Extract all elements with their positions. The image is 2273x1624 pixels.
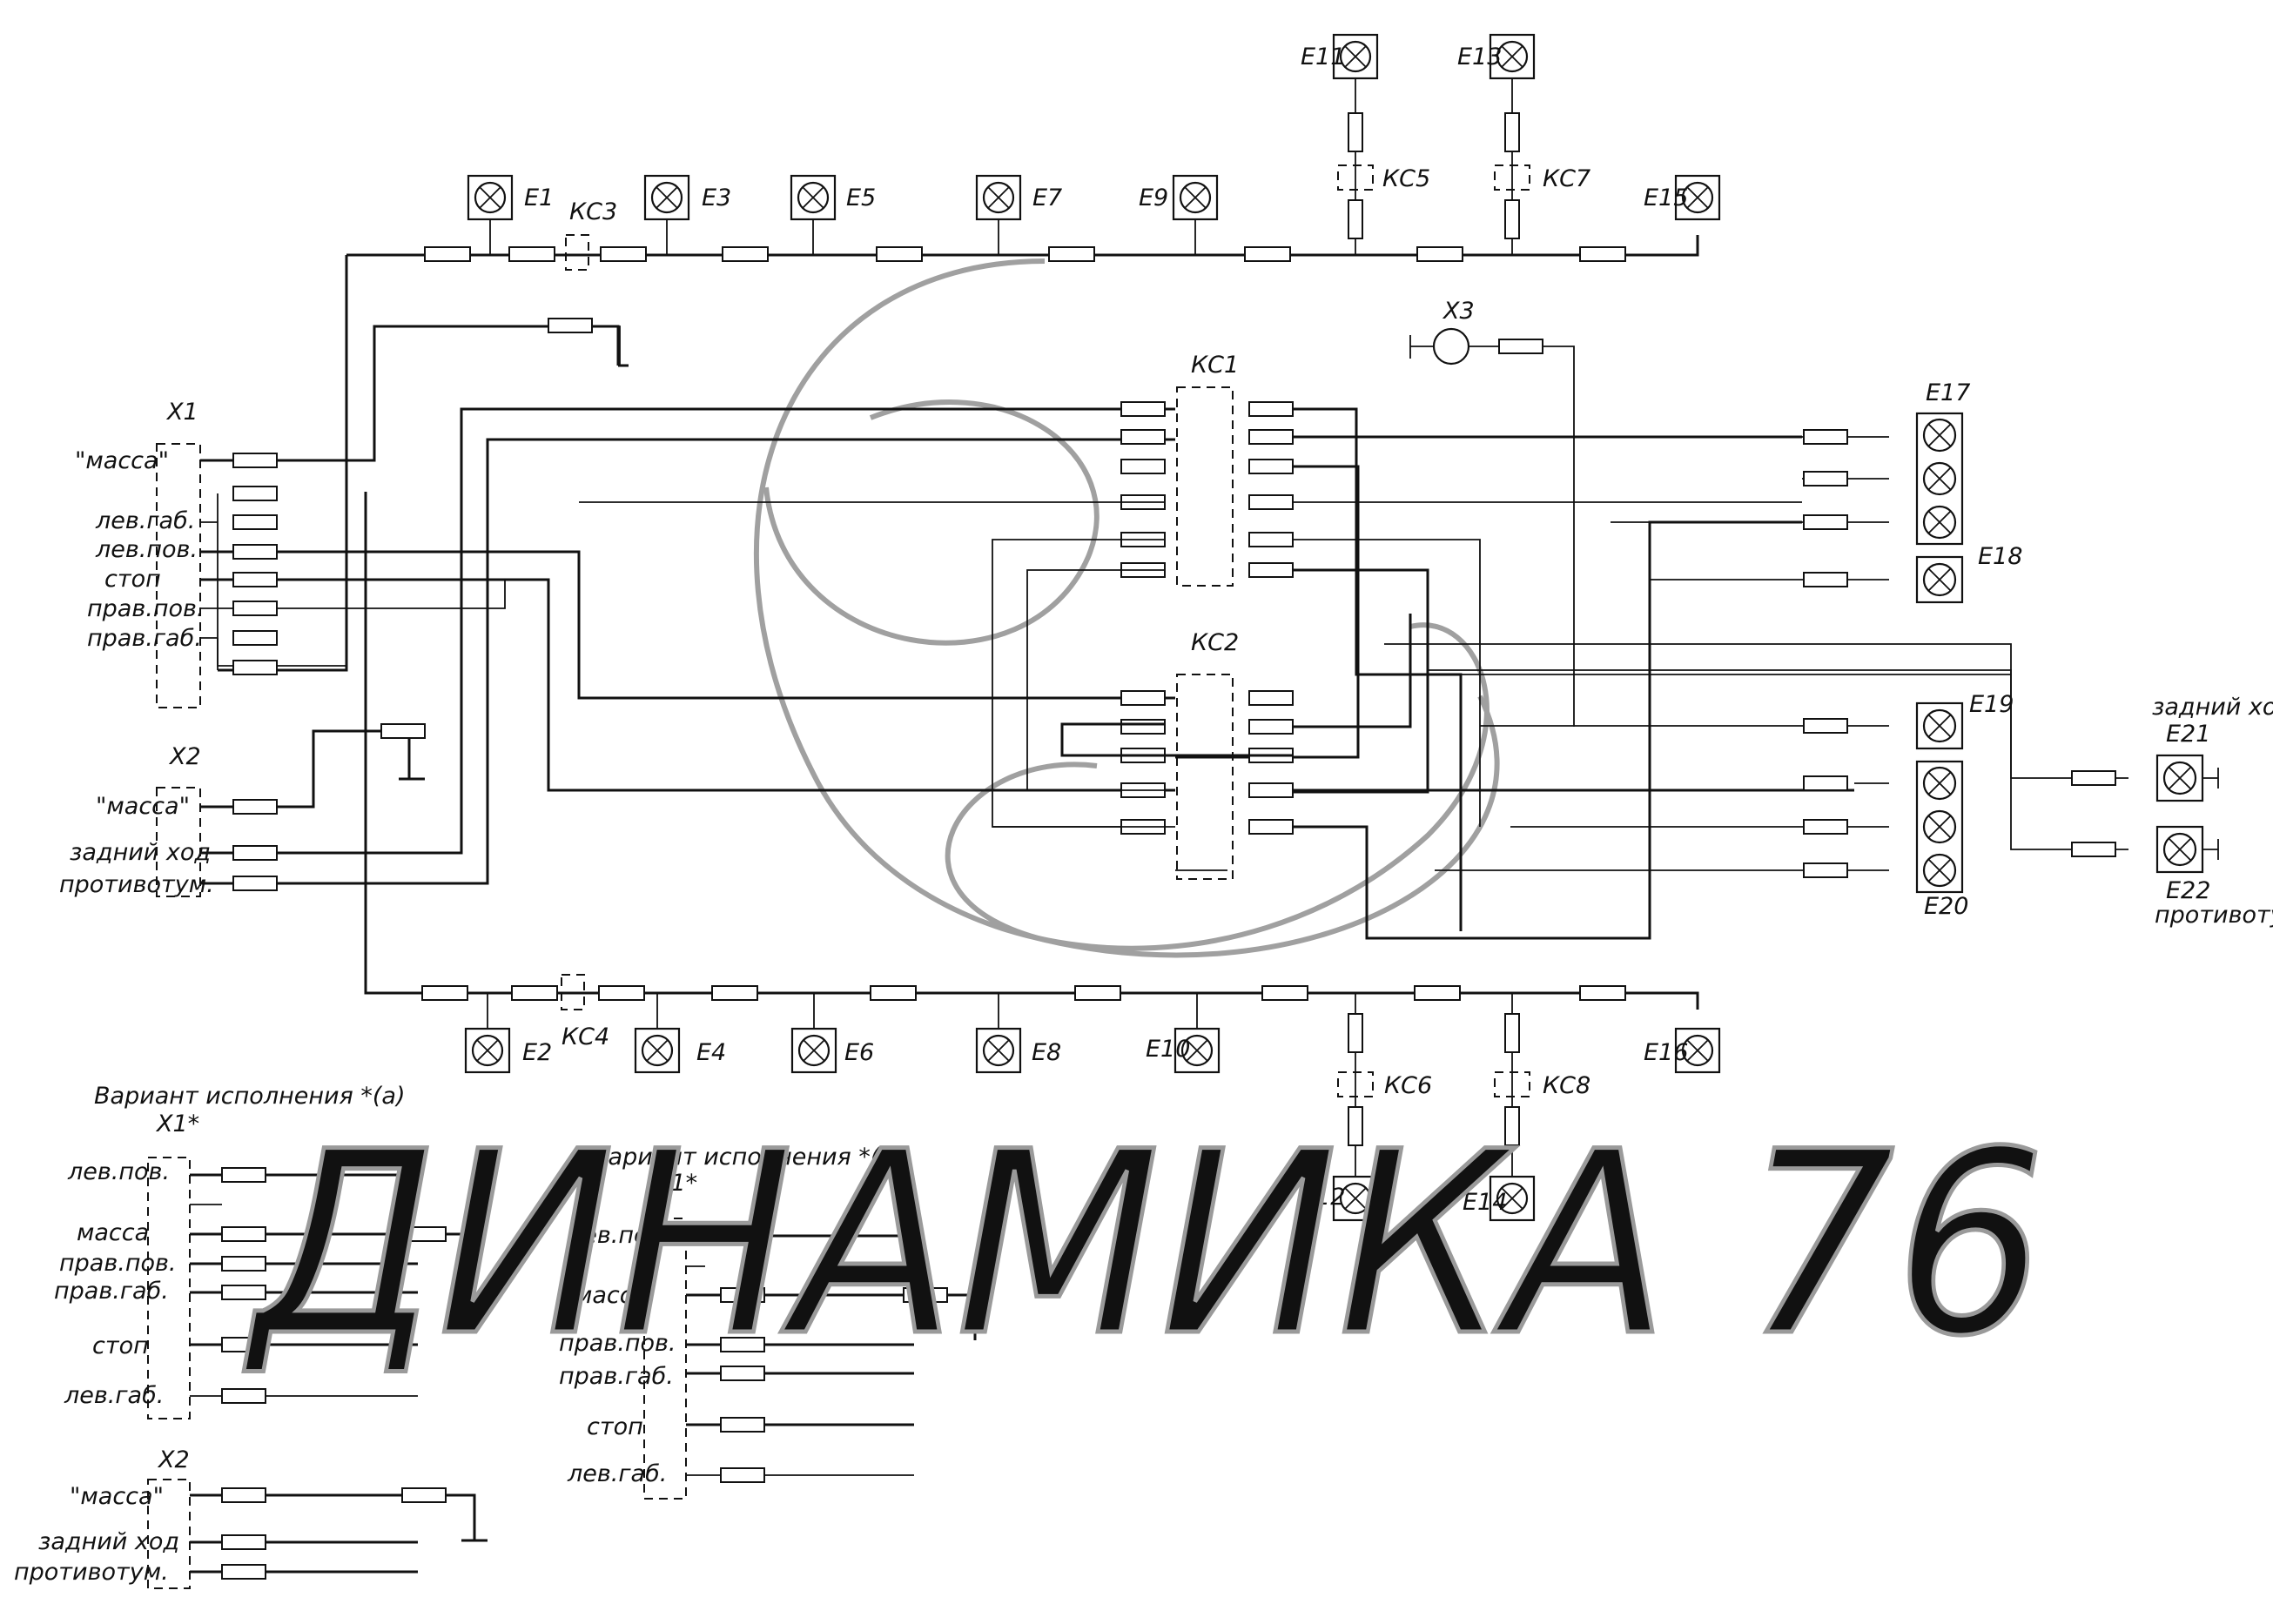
- x2-variant-label-2: противотум.: [14, 1559, 169, 1586]
- x2-variant-title: X2: [157, 1446, 190, 1473]
- ks3-label: КС3: [569, 198, 617, 225]
- lamp-e14: E14 КС8: [1463, 993, 1590, 1222]
- ks7-label: КС7: [1543, 165, 1590, 192]
- x2-variant-label-0: "масса": [70, 1483, 164, 1510]
- connector-ks1: КС1: [579, 352, 1802, 931]
- x1-pin5-label: прав.пов.: [87, 595, 205, 622]
- x3-label: X3: [1442, 298, 1475, 325]
- lamp-e11: E11 КС5: [1301, 33, 1430, 255]
- variant-b: Вариант исполнения *(в) X1* лев.пов. мас…: [559, 1144, 977, 1500]
- lamp-e3-label: E3: [702, 185, 731, 211]
- ks6-label: КС6: [1384, 1072, 1432, 1099]
- lamp-e7: E7: [975, 174, 1062, 255]
- x1-title: X1: [165, 399, 198, 426]
- connector-ks2: КС2: [992, 520, 1854, 940]
- variant-b-label-3: прав.габ.: [559, 1363, 674, 1390]
- lamp-e12: E12 КС6: [1301, 993, 1432, 1222]
- lamp-e4-label: E4: [696, 1039, 726, 1066]
- lamp-e22-label: E22: [2166, 877, 2210, 904]
- right-lamps: E17 E18 E19 E20 задний ход E21 E22 пр: [1358, 379, 2273, 929]
- connector-x1: X1 "масса" лев.габ. лев.пов. стоп прав.п…: [75, 318, 1175, 792]
- x2-pin3-label: противотум.: [59, 871, 214, 898]
- bottom-bus: [364, 492, 1699, 1010]
- lamp-e13-label: E13: [1457, 44, 1502, 70]
- lamp-e17-label: E17: [1926, 379, 1970, 406]
- lamp-e8: E8: [975, 993, 1061, 1074]
- fog-label: противотум.: [2155, 902, 2273, 929]
- lamp-e11-label: E11: [1301, 44, 1345, 70]
- watermark-text: ДИНАМИКА 76: [241, 1098, 2046, 1392]
- lamp-e10-label: E10: [1146, 1036, 1190, 1063]
- lamp-e19-label: E19: [1969, 691, 2014, 718]
- variant-a-x1: X1*: [155, 1111, 199, 1137]
- variant-a-label-0: лев.пов.: [67, 1158, 170, 1185]
- lamp-e6: E6: [790, 993, 874, 1074]
- x1-pin2-label: лев.габ.: [95, 507, 195, 534]
- lamp-e12-label: E12: [1301, 1184, 1345, 1211]
- ks4-label: КС4: [562, 1023, 609, 1050]
- bottom-lamps: E2 E4 E6 E8 E10: [464, 993, 1721, 1222]
- x1-pin6-label: прав.габ.: [87, 625, 202, 652]
- lamp-e6-label: E6: [844, 1039, 874, 1066]
- x2-pin1-label: "масса": [96, 793, 190, 820]
- x1-pin4-label: стоп: [104, 566, 161, 593]
- lamp-e15-label: E15: [1644, 185, 1688, 211]
- lamp-e9: E9: [1139, 174, 1219, 255]
- variant-a-label-3: прав.габ.: [54, 1278, 169, 1305]
- watermark-logo: [753, 258, 1500, 958]
- variant-b-label-4: стоп: [587, 1413, 643, 1440]
- connector-x3: X3: [1409, 298, 1575, 727]
- variant-a: Вариант исполнения *(а) X1* лев.пов. мас…: [54, 1083, 472, 1419]
- lamp-e13: E13 КС7: [1457, 33, 1590, 255]
- variant-a-label-5: лев.габ.: [64, 1382, 164, 1409]
- lamp-e16: E16: [1644, 1027, 1721, 1074]
- variant-b-label-0: лев.пов.: [567, 1222, 669, 1249]
- lamp-e9-label: E9: [1139, 185, 1168, 211]
- lamp-e21-label: E21: [2166, 721, 2210, 748]
- lamp-e20-label: E20: [1924, 893, 1968, 920]
- ks8-label: КС8: [1543, 1072, 1590, 1099]
- top-bus: [218, 234, 1699, 672]
- lamp-e5: E5: [790, 174, 876, 255]
- x1-pin3-label: лев.пов.: [95, 536, 198, 563]
- lamp-e16-label: E16: [1644, 1039, 1688, 1066]
- lamp-e10: E10: [1146, 993, 1221, 1074]
- lamp-e14-label: E14: [1463, 1189, 1507, 1216]
- variant-b-title: Вариант исполнения *(в): [592, 1144, 903, 1171]
- lamp-e8-label: E8: [1032, 1039, 1061, 1066]
- lamp-e2-label: E2: [522, 1039, 552, 1066]
- ks2-label: КС2: [1191, 629, 1239, 656]
- x2-title: X2: [168, 743, 201, 770]
- lamp-e1: E1: [467, 174, 554, 255]
- variant-a-label-1: масса: [77, 1219, 149, 1246]
- variant-b-label-2: прав.пов.: [559, 1330, 676, 1357]
- lamp-e7-label: E7: [1032, 185, 1062, 211]
- x2-variant: X2 "масса" задний ход противотум.: [14, 1446, 488, 1589]
- variant-a-title: Вариант исполнения *(а): [94, 1083, 406, 1110]
- ks1-label: КС1: [1191, 352, 1239, 379]
- connector-x2: X2 "масса" задний ход противотум.: [59, 407, 1175, 898]
- variant-a-label-4: стоп: [92, 1332, 149, 1359]
- lamp-e18-label: E18: [1978, 543, 2022, 570]
- variant-b-x1: X1*: [653, 1170, 697, 1197]
- variant-b-label-5: лев.габ.: [567, 1460, 667, 1487]
- top-lamps: E1 E3 E5 E7 E9: [467, 33, 1721, 255]
- variant-a-label-2: прав.пов.: [59, 1250, 177, 1277]
- reverse-label: задний ход: [2152, 694, 2273, 721]
- variant-b-label-1: масса: [575, 1282, 647, 1309]
- lamp-e1-label: E1: [524, 185, 554, 211]
- ks5-label: КС5: [1382, 165, 1430, 192]
- x1-pin1-label: "масса": [75, 447, 169, 474]
- lamp-e4: E4: [634, 993, 726, 1074]
- lamp-e5-label: E5: [846, 185, 876, 211]
- lamp-e2: E2: [464, 993, 552, 1074]
- lamp-e3: E3: [643, 174, 731, 255]
- x2-pin2-label: задний ход: [70, 839, 211, 866]
- lamp-e15: E15: [1644, 174, 1721, 221]
- x2-variant-label-1: задний ход: [38, 1528, 179, 1555]
